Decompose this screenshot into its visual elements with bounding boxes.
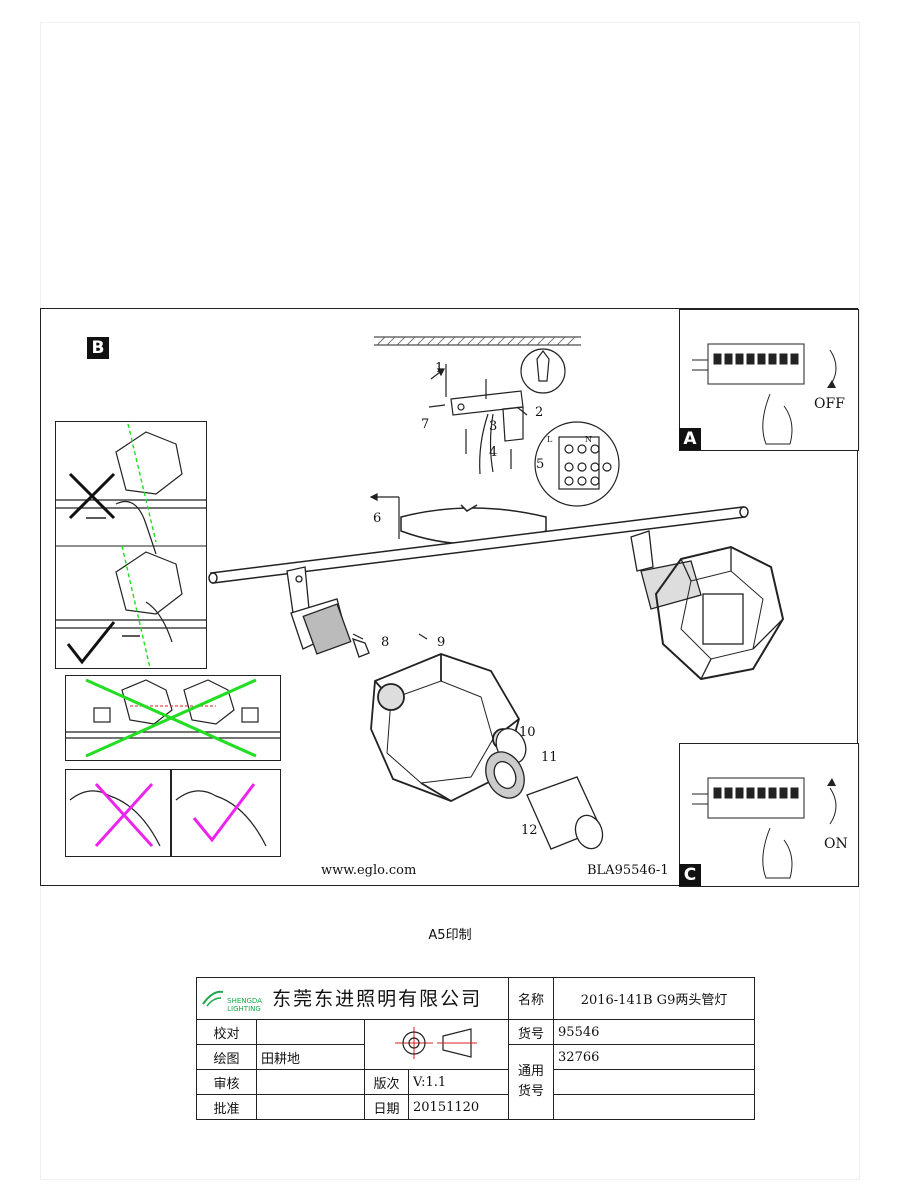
off-label: OFF [814, 396, 845, 412]
document-code: BLA95546-1 [587, 863, 669, 878]
panel-wrong-grip [65, 769, 171, 857]
assembly-drawing [208, 336, 785, 850]
row-value-check [256, 1019, 365, 1045]
version-label: 版次 [364, 1069, 409, 1095]
general-item-label-line2: 货号 [518, 1084, 545, 1099]
projection-symbol-cell [363, 1019, 510, 1070]
callout-2: 2 [535, 405, 544, 420]
item-no-value: 95546 [553, 1019, 756, 1045]
breaker-on-illustration [692, 777, 837, 879]
website-text: www.eglo.com [321, 863, 417, 878]
row-label-approve: 批准 [196, 1094, 257, 1120]
wrong-rotation-illustration [66, 678, 280, 758]
panel-a-power-off: OFF A [679, 309, 859, 451]
name-label: 名称 [508, 977, 555, 1020]
panel-c-tag: C [679, 864, 701, 886]
callout-12: 12 [521, 823, 538, 838]
left-spot-socket [286, 566, 370, 658]
rings-and-tube [485, 727, 604, 850]
date-label: 日期 [364, 1094, 409, 1120]
panel-wrong-rotation [65, 675, 281, 761]
callout-11: 11 [541, 750, 558, 765]
callout-9: 9 [437, 635, 446, 650]
spotlight-bar [208, 506, 749, 584]
panel-b-adjust [55, 421, 207, 669]
callout-4: 4 [489, 445, 498, 460]
callout-5: 5 [536, 457, 545, 472]
logo-mark-icon [202, 991, 224, 1007]
adjust-illustration [56, 423, 206, 669]
callout-6: 6 [373, 511, 382, 526]
callout-10: 10 [519, 725, 536, 740]
terminal-label-n: N [585, 435, 592, 444]
callout-1: 1 [435, 361, 444, 376]
panel-c-power-on: ON C [679, 743, 859, 887]
instruction-frame: B [40, 308, 859, 887]
right-spot [630, 530, 785, 681]
company-name: 东莞东进照明有限公司 [272, 988, 483, 1011]
version-value: V:1.1 [407, 1069, 510, 1095]
panel-b-tag: B [87, 337, 109, 359]
row-value-draw: 田耕地 [256, 1044, 365, 1070]
callout-arrows [352, 368, 528, 640]
general-item-label: 通用 货号 [508, 1044, 555, 1120]
row-label-check: 校对 [196, 1019, 257, 1045]
anchor-detail-bubble [520, 348, 566, 394]
print-format-note: A5印制 [428, 928, 472, 943]
ceiling-hatch [374, 336, 581, 346]
title-block: SHENGDA LIGHTING 东莞东进照明有限公司 名称 2016-141B… [195, 977, 756, 1120]
general-item-extra-1 [553, 1069, 756, 1095]
terminal-block-bubble [534, 421, 620, 507]
callout-3: 3 [489, 419, 498, 434]
wrong-grip-illustration [69, 782, 161, 848]
callout-8: 8 [381, 635, 390, 650]
terminal-label-l: L [547, 435, 553, 444]
panel-a-tag: A [679, 428, 701, 450]
panel-right-grip [171, 769, 281, 857]
mounting-bracket [445, 364, 524, 475]
on-label: ON [824, 836, 848, 852]
item-no-label: 货号 [508, 1019, 555, 1045]
row-label-draw: 绘图 [196, 1044, 257, 1070]
breaker-off-illustration [692, 343, 837, 445]
name-value: 2016-141B G9两头管灯 [553, 977, 756, 1020]
callout-7: 7 [421, 417, 430, 432]
general-item-extra-2 [553, 1094, 756, 1120]
projection-symbol-icon [394, 1026, 477, 1059]
logo-line-1: SHENGDA [227, 996, 262, 1005]
company-logo: SHENGDA LIGHTING [201, 990, 262, 1013]
date-value: 20151120 [407, 1094, 510, 1120]
row-value-approve [256, 1094, 365, 1120]
right-grip-illustration [175, 783, 267, 847]
company-cell: SHENGDA LIGHTING 东莞东进照明有限公司 [195, 977, 510, 1020]
general-item-label-line1: 通用 [518, 1064, 545, 1079]
general-item-value: 32766 [553, 1044, 756, 1070]
row-label-review: 审核 [196, 1069, 257, 1095]
row-value-review [256, 1069, 365, 1095]
logo-line-2: LIGHTING [227, 1004, 261, 1013]
